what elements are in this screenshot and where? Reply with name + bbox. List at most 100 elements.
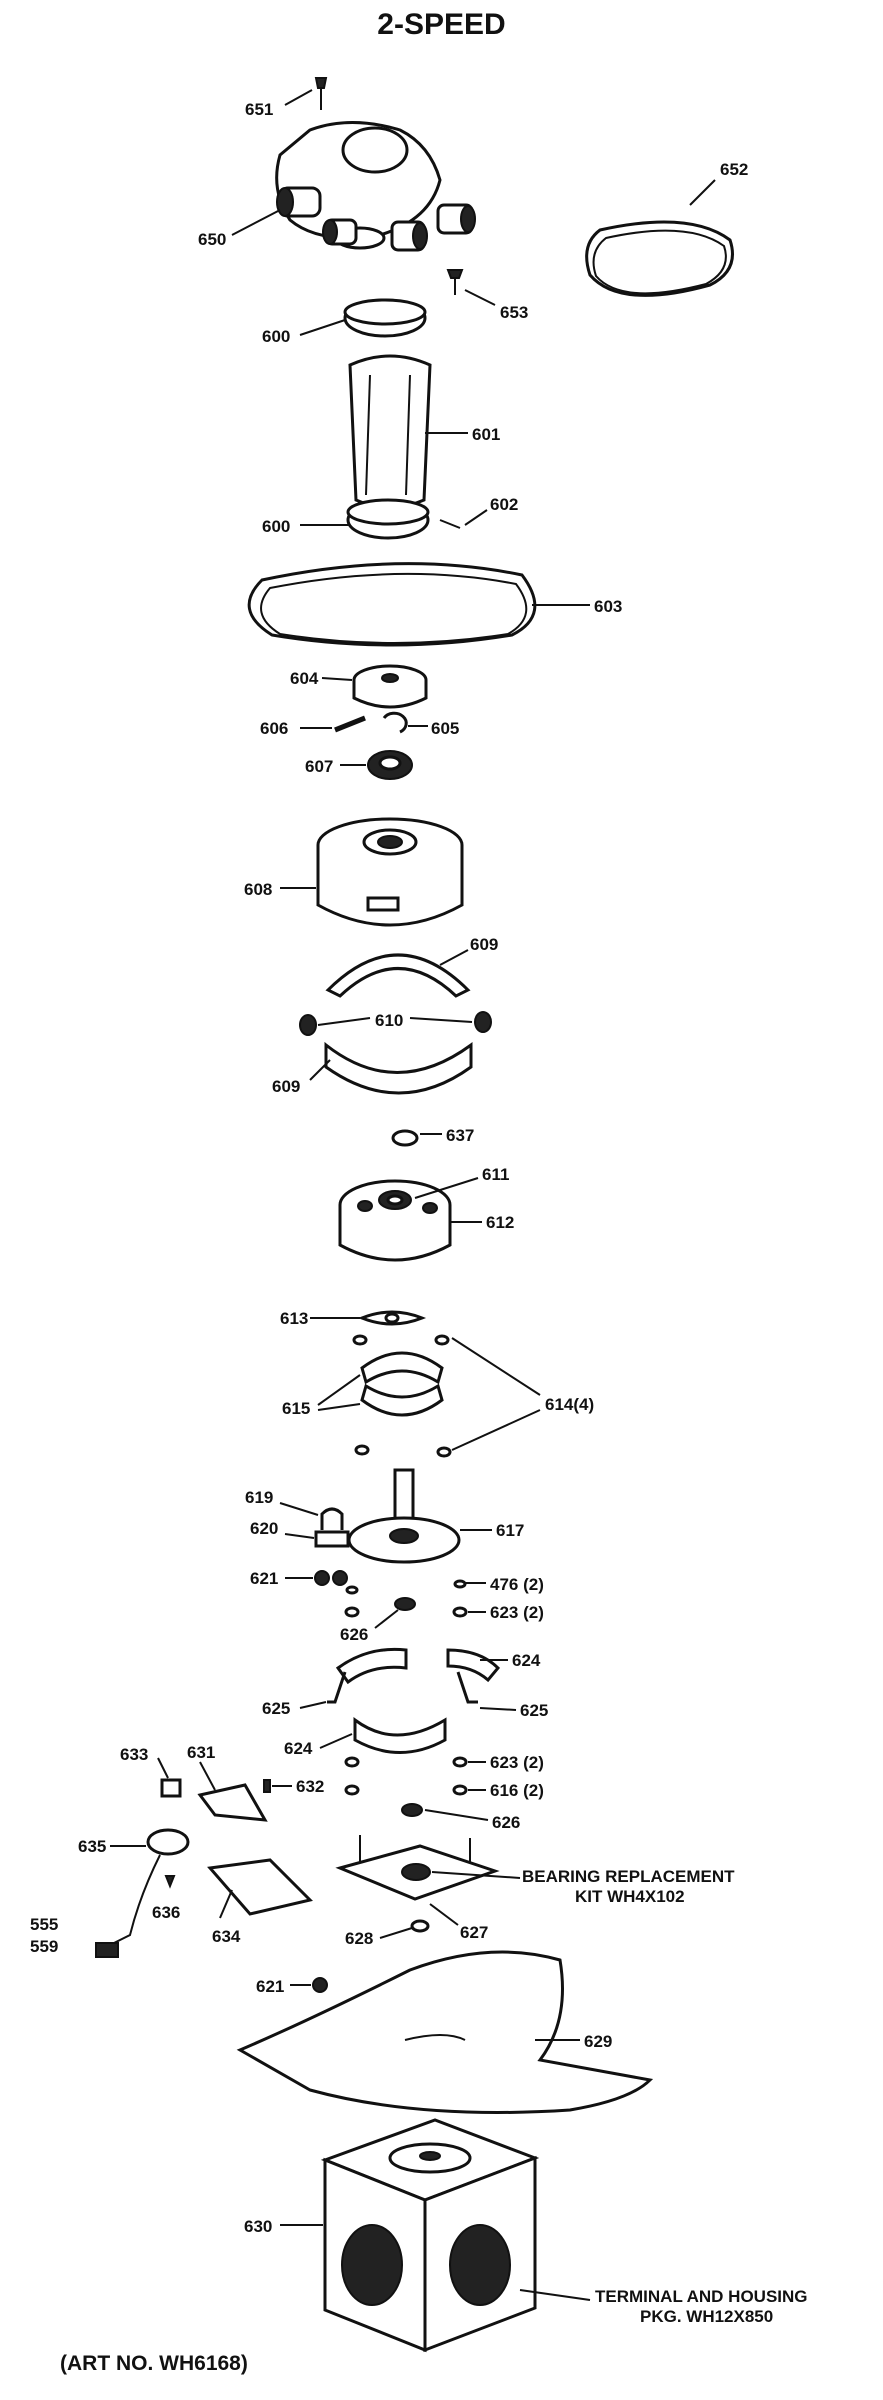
part-614-washers [352,1334,452,1458]
part-621-nut-lower [312,1977,328,1993]
part-604-pulley [352,664,428,709]
part-652-ring [585,220,734,297]
label-621-upper: 621 [250,1569,278,1588]
label-631: 631 [187,1743,215,1762]
part-600-clamp-top [343,298,427,338]
label-626-lower: 626 [492,1813,520,1832]
label-614: 614(4) [545,1395,594,1414]
part-628-ring [410,1919,430,1933]
label-624-lower: 624 [284,1739,313,1758]
label-626-upper: 626 [340,1625,368,1644]
label-600-bottom: 600 [262,517,290,536]
art-number: (ART NO. WH6168) [60,2352,248,2375]
part-625-frame-left [327,1671,347,1704]
part-633-actuator [160,1778,182,1798]
part-651-screw [314,77,328,110]
label-600-top: 600 [262,327,290,346]
part-600-clamp-bottom [346,498,430,540]
part-630-motor [320,2118,540,2353]
label-605: 605 [431,719,459,738]
label-606: 606 [260,719,288,738]
part-624-coils-lower [353,1717,447,1754]
label-608: 608 [244,880,272,899]
part-625-frame-right [456,1671,478,1704]
note-bearing-line1: BEARING REPLACEMENT [522,1867,735,1886]
label-609-lower: 609 [272,1077,300,1096]
part-626-bushing-lower [401,1803,423,1817]
part-619-clip [320,1507,344,1530]
label-615: 615 [282,1399,310,1418]
label-559: 559 [30,1937,58,1956]
label-628: 628 [345,1929,373,1948]
label-609-upper: 609 [470,935,498,954]
part-637-washer [391,1129,419,1147]
part-620-block [314,1530,350,1548]
label-625-left: 625 [262,1699,290,1718]
label-624-upper: 624 [512,1651,541,1670]
label-603: 603 [594,597,622,616]
part-601-hose [348,354,432,509]
label-604: 604 [290,669,319,688]
label-621-lower: 621 [256,1977,284,1996]
label-627: 627 [460,1923,488,1942]
label-651: 651 [245,100,273,119]
part-629-mounting-plate [236,1950,654,2114]
note-terminal-line1: TERMINAL AND HOUSING [595,2287,808,2306]
label-635: 635 [78,1837,106,1856]
label-616: 616 (2) [490,1781,544,1800]
label-636: 636 [152,1903,180,1922]
label-617: 617 [496,1521,524,1540]
label-612: 612 [486,1213,514,1232]
label-620: 620 [250,1519,278,1538]
part-616-washers [344,1784,468,1796]
label-602: 602 [490,495,518,514]
part-634-bracket [207,1858,313,1916]
part-624-coils-upper [335,1647,501,1685]
label-653: 653 [500,303,528,322]
part-617-plate [347,1468,461,1564]
part-615-shoes [360,1351,444,1417]
part-636-screw [164,1875,176,1889]
label-629: 629 [584,2032,612,2051]
note-bearing-line2: KIT WH4X102 [575,1887,685,1906]
label-637: 637 [446,1126,474,1145]
label-630: 630 [244,2217,272,2236]
label-652: 652 [720,160,748,179]
label-634: 634 [212,1927,241,1946]
diagram-title: 2-SPEED [377,8,506,41]
note-terminal-line2: PKG. WH12X850 [640,2307,773,2326]
part-613-plate [357,1310,427,1326]
label-476: 476 (2) [490,1575,544,1594]
label-607: 607 [305,757,333,776]
part-627-bearing-plate [335,1835,500,1901]
part-650-pump [275,121,476,252]
part-610-pads [299,1011,492,1036]
part-607-bearing [367,750,413,780]
part-621-nuts-upper [314,1570,348,1586]
label-623-upper: 623 (2) [490,1603,544,1622]
label-625-right: 625 [520,1701,548,1720]
label-610: 610 [375,1011,403,1030]
part-632-pin [263,1779,271,1793]
part-609-brake-lower [324,1041,473,1095]
label-633: 633 [120,1745,148,1764]
part-609-brake-upper [325,953,471,998]
part-631-bracket [197,1783,268,1822]
label-619: 619 [245,1488,273,1507]
part-608-housing [316,817,464,927]
label-613: 613 [280,1309,308,1328]
label-623-lower: 623 (2) [490,1753,544,1772]
part-626-bushing-upper [394,1597,416,1611]
part-635-switch [95,1828,190,1958]
part-605-ring [382,711,408,734]
label-555: 555 [30,1915,58,1934]
part-623-washers-upper [344,1606,468,1618]
part-612-rotor [338,1179,452,1262]
label-601: 601 [472,425,500,444]
label-611: 611 [482,1165,509,1184]
label-632: 632 [296,1777,324,1796]
part-603-belt [247,562,537,647]
label-650: 650 [198,230,226,249]
part-653-screw [446,269,464,295]
